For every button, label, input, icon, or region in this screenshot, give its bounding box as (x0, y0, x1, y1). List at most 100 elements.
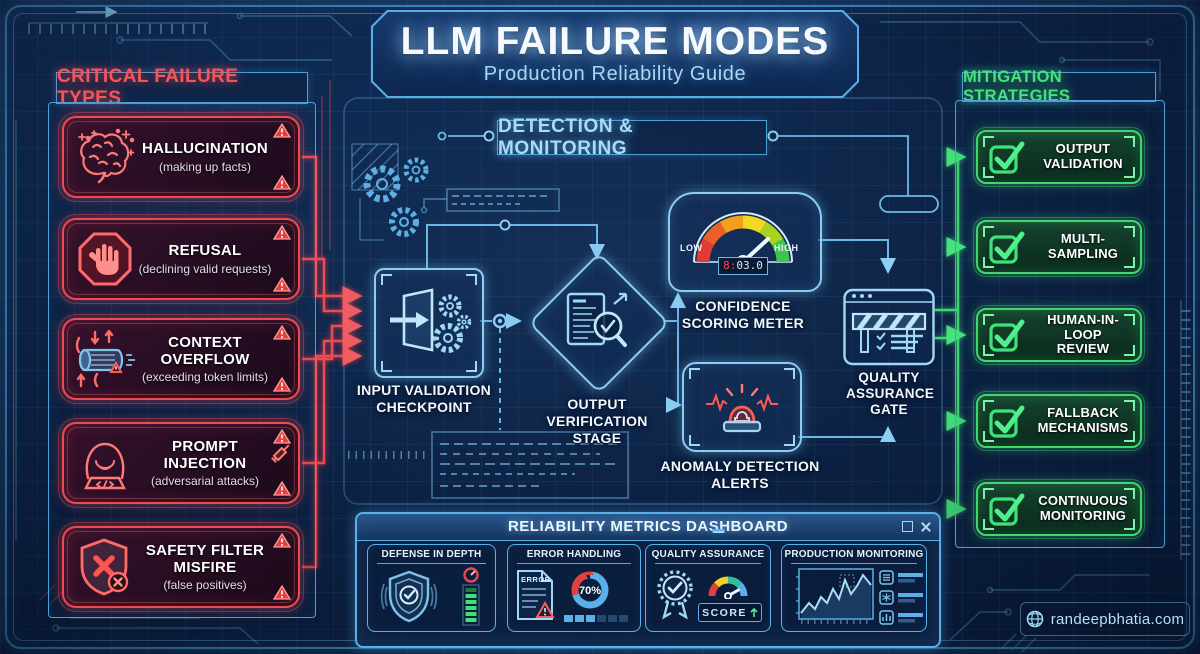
corner-bracket (983, 257, 994, 268)
divider (655, 563, 761, 564)
panel-title: ERROR HANDLING (526, 549, 622, 560)
corner-bracket (466, 361, 477, 372)
mitigation-label: HUMAN-IN-LOOP REVIEW (1047, 311, 1119, 357)
corner-bracket (1124, 519, 1135, 530)
corner-bracket (983, 345, 994, 356)
corner-bracket (983, 431, 994, 442)
corner-bracket (784, 368, 795, 379)
dashboard-panel-defense: DEFENSE IN DEPTH (367, 544, 496, 632)
warning-icon (273, 325, 291, 340)
mitigation-label: CONTINUOUS MONITORING (1038, 493, 1128, 523)
anomaly-detection-label: ANOMALY DETECTION ALERTS (660, 458, 820, 491)
failure-title: HALLUCINATION (141, 140, 269, 158)
warning-icon (273, 377, 291, 392)
maximize-button[interactable] (902, 521, 913, 532)
svg-text:ERROR: ERROR (521, 575, 551, 584)
error-doc-icon: ERROR (517, 570, 555, 620)
failure-panel-title: CRITICAL FAILURE TYPES (57, 66, 239, 109)
failure-item-hallucination: HALLUCINATION (making up facts) (58, 112, 304, 202)
corner-bracket (1124, 136, 1135, 147)
mitigation-panel-container (955, 100, 1165, 548)
failure-title: REFUSAL (168, 242, 242, 260)
corner-bracket (689, 435, 700, 446)
warning-icon (273, 481, 291, 496)
panel-title: PRODUCTION MONITORING (784, 549, 924, 560)
confidence-meter-node (668, 192, 822, 292)
divider (377, 563, 486, 564)
minimize-button[interactable] (712, 529, 725, 533)
dashboard-title: RELIABILITY METRICS DASHBOARD (507, 518, 789, 535)
checkbox-check-icon (989, 319, 1025, 352)
close-button[interactable] (920, 521, 931, 532)
detection-section-title: DETECTION & MONITORING (498, 115, 634, 159)
stop-hand-icon (72, 231, 138, 287)
mitigation-item-multi-sampling: MULTI- SAMPLING (973, 217, 1145, 277)
shield-x-icon (72, 537, 138, 597)
failure-item-safety-filter-misfire: SAFETY FILTER MISFIRE (false positives) (58, 522, 304, 612)
door-gears-icon (390, 288, 472, 353)
checkbox-check-icon (989, 405, 1025, 438)
corner-bracket (983, 488, 994, 499)
corner-bracket (983, 167, 994, 178)
checkbox-check-icon (989, 231, 1025, 264)
mitigation-label: FALLBACK MECHANISMS (1037, 405, 1129, 435)
mitigation-item-output-validation: OUTPUT VALIDATION (973, 127, 1145, 187)
watermark-url[interactable]: randeepbhatia.com (1050, 610, 1185, 628)
panel-title: DEFENSE IN DEPTH (381, 549, 482, 560)
failure-item-context-overflow: CONTEXT OVERFLOW (exceeding token limits… (58, 314, 304, 404)
trend-chart-icon (796, 568, 923, 625)
corner-bracket (983, 400, 994, 411)
award-badge-icon (657, 570, 693, 620)
mitigation-panel-header: MITIGATION STRATEGIES (962, 68, 1156, 105)
input-validation-node (374, 268, 484, 378)
warning-icon (273, 585, 291, 600)
warning-icon (273, 533, 291, 548)
corner-bracket (1124, 167, 1135, 178)
detection-section-header: DETECTION & MONITORING (497, 116, 767, 159)
corner-bracket (983, 314, 994, 325)
failure-title: CONTEXT OVERFLOW (160, 333, 250, 368)
corner-bracket (1124, 431, 1135, 442)
failure-panel-container (48, 102, 316, 618)
mitigation-label: MULTI- SAMPLING (1047, 231, 1119, 261)
mitigation-label: OUTPUT VALIDATION (1043, 141, 1123, 171)
gauge-readout: 8:03.0 (718, 257, 768, 275)
failure-item-prompt-injection: PROMPT INJECTION (adversarial attacks) (58, 418, 304, 508)
gears-decor-icon (351, 143, 429, 241)
brain-icon (72, 128, 138, 186)
qa-gate-icon (843, 288, 935, 366)
input-validation-label: INPUT VALIDATION CHECKPOINT (356, 382, 492, 415)
corner-bracket (1124, 488, 1135, 499)
hacker-icon (72, 434, 138, 492)
corner-bracket (1124, 226, 1135, 237)
dashboard-panel-monitoring: PRODUCTION MONITORING (781, 544, 927, 632)
reliability-dashboard-window: RELIABILITY METRICS DASHBOARD DEFENSE IN… (355, 512, 941, 648)
panel-title: QUALITY ASSURANCE (651, 549, 765, 560)
level-meter-icon (462, 567, 480, 626)
mitigation-item-human-in-loop: HUMAN-IN-LOOP REVIEW (973, 305, 1145, 365)
divider (517, 563, 631, 564)
confidence-meter-label: CONFIDENCE SCORING METER (681, 298, 805, 331)
corner-bracket (983, 519, 994, 530)
failure-title: SAFETY FILTER MISFIRE (145, 541, 265, 576)
warning-icon (273, 225, 291, 240)
syringe-icon (271, 444, 290, 463)
donut-chart-icon: 70% (564, 571, 628, 622)
score-badge: SCORE (698, 603, 762, 622)
watermark[interactable]: randeepbhatia.com (1020, 602, 1190, 636)
output-verification-label: OUTPUT VERIFICATION STAGE (546, 396, 648, 446)
failure-title: PROMPT INJECTION (163, 437, 247, 472)
corner-bracket (466, 274, 477, 285)
corner-bracket (983, 136, 994, 147)
pipe-overflow-icon (72, 330, 138, 388)
corner-bracket (1124, 345, 1135, 356)
dashboard-titlebar: RELIABILITY METRICS DASHBOARD (357, 514, 939, 541)
anomaly-detection-node (682, 362, 802, 452)
failure-item-refusal: REFUSAL (declining valid requests) (58, 214, 304, 304)
corner-bracket (784, 435, 795, 446)
warning-icon (273, 175, 291, 190)
failure-subtitle: (making up facts) (158, 159, 252, 174)
warning-icon (273, 429, 291, 444)
corner-bracket (381, 361, 392, 372)
